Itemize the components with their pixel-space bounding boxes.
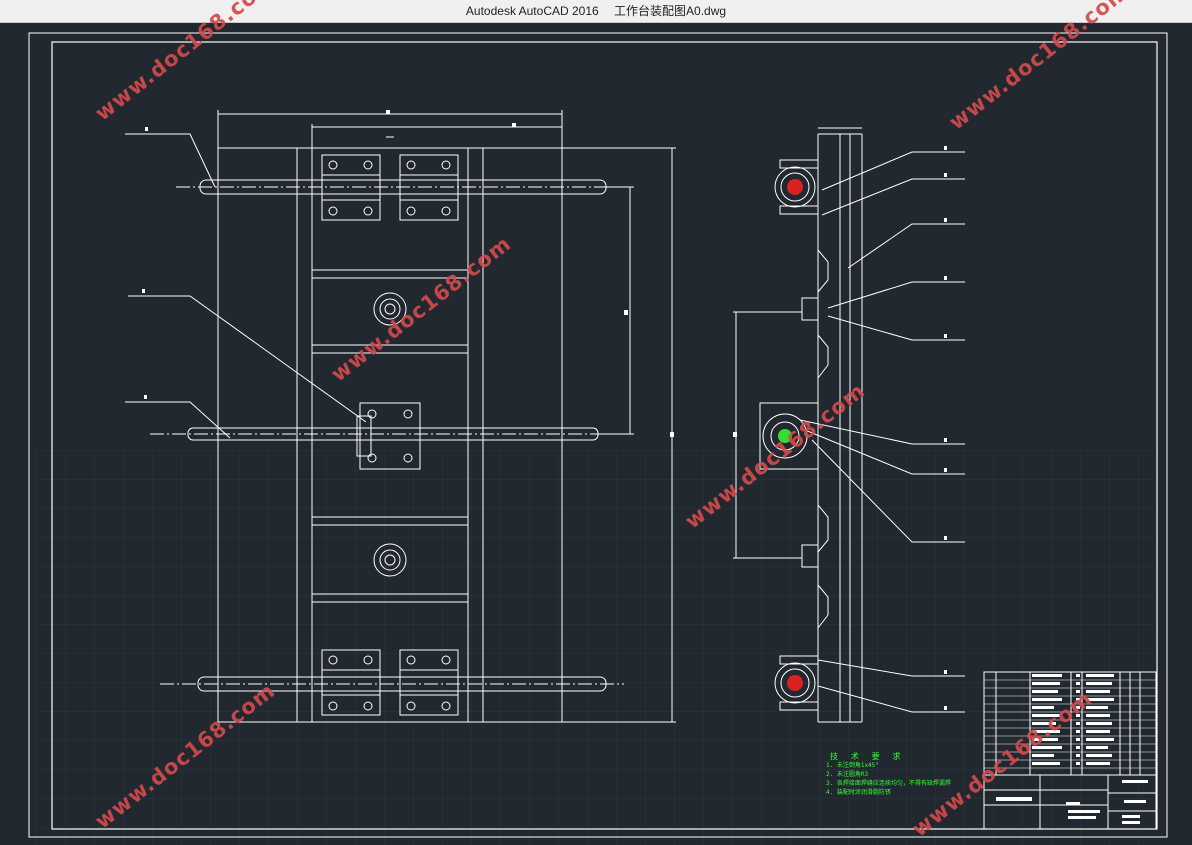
technical-notes-heading: 技 术 要 求	[830, 752, 905, 761]
inner-border	[51, 41, 1158, 830]
technical-note-1: 1. 未注倒角1x45°	[826, 762, 879, 769]
technical-note-3: 3. 各焊接面焊缝应连续均匀，不得有缺焊漏焊	[826, 780, 951, 787]
app-title: Autodesk AutoCAD 2016	[465, 4, 599, 18]
front-view-labels	[142, 110, 674, 437]
front-view	[125, 110, 676, 723]
side-view	[733, 127, 965, 723]
bearing-markers	[778, 179, 803, 691]
grid-area	[36, 450, 1156, 845]
title-block[interactable]	[983, 671, 1157, 830]
side-view-labels	[733, 146, 947, 710]
drawing-canvas[interactable]	[0, 23, 1192, 845]
outer-border	[28, 32, 1168, 838]
title-block-text	[996, 674, 1148, 824]
technical-note-2: 2. 未注圆角R3	[826, 771, 869, 778]
title-bar: Autodesk AutoCAD 2016 工作台装配图A0.dwg	[0, 0, 1192, 23]
technical-notes: 技 术 要 求 1. 未注倒角1x45° 2. 未注圆角R3 3. 各焊接面焊缝…	[826, 752, 951, 797]
file-title: 工作台装配图A0.dwg	[614, 4, 727, 18]
title-block-rows	[984, 679, 1156, 769]
technical-note-4: 4. 装配时涂润滑脂防锈	[826, 789, 891, 796]
